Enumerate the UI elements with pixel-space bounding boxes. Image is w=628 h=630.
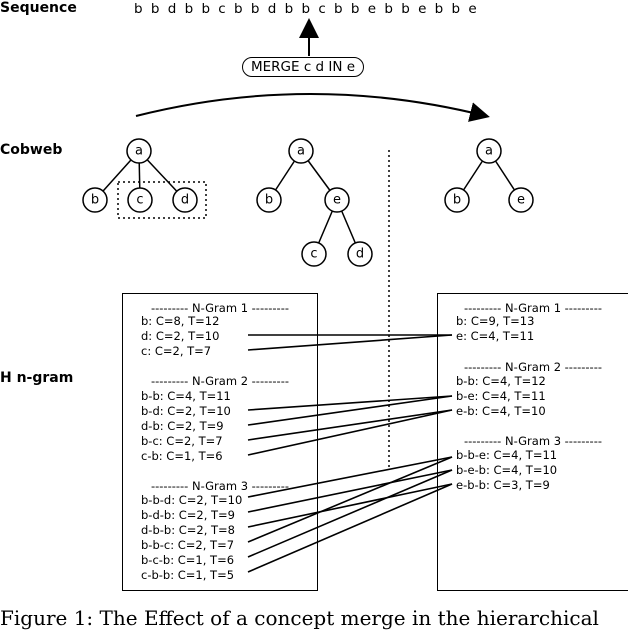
left-ngram1-row: d: C=2, T=10 [141,329,220,343]
left-ngram2-row: b-b: C=4, T=11 [141,389,231,403]
right-ngram2-row: b-b: C=4, T=12 [456,374,546,388]
tree1-node-c [127,187,153,213]
right-ngram1-row: b: C=9, T=13 [456,314,535,328]
tree2-label-d: d [356,247,364,262]
left-ngram3-row: b-d-b: C=2, T=9 [141,508,235,522]
hngram-row-label: H n-gram [0,370,74,386]
left-ngram3-row: c-b-b: C=1, T=5 [141,568,235,582]
left-ngram-box: --------- N-Gram 1 --------- b: C=8, T=1… [122,293,318,591]
left-ngram1-row: b: C=8, T=12 [141,314,220,328]
tree2-node-b [256,187,282,213]
left-ngram2-row: d-b: C=2, T=9 [141,419,224,433]
transition-curve-arrow [135,93,490,122]
left-ngram3-header: --------- N-Gram 3 --------- [150,479,290,493]
merge-label-box: MERGE c d IN e [242,57,365,77]
right-ngram3-header: --------- N-Gram 3 --------- [463,434,603,448]
tree2-label-c: c [310,247,317,262]
left-ngram3-row: d-b-b: C=2, T=8 [141,523,235,537]
left-ngram2-header: --------- N-Gram 2 --------- [150,374,290,388]
right-ngram-box: --------- N-Gram 1 --------- b: C=9, T=1… [437,293,628,591]
left-ngram2-row: b-d: C=2, T=10 [141,404,231,418]
merge-selection-box [117,181,207,219]
figure-caption: Figure 1: The Effect of a concept merge … [0,606,599,630]
sequence-row-label: Sequence [0,0,77,16]
right-ngram2-row: e-b: C=4, T=10 [456,404,546,418]
cobweb-row-label: Cobweb [0,142,63,158]
tree1-label-c: c [136,193,143,208]
tree1-node-b [82,187,108,213]
tree2-label-a: a [297,144,305,159]
left-ngram3-row: b-c-b: C=1, T=6 [141,553,235,567]
tree3-node-a [476,138,502,164]
sequence-text: b b d b b c b b d b b c b b e b b e b b … [134,1,479,17]
right-ngram1-header: --------- N-Gram 1 --------- [463,301,603,315]
tree3-label-b: b [453,193,461,208]
tree3-node-e [508,187,534,213]
left-ngram3-row: b-b-d: C=2, T=10 [141,493,243,507]
tree1-label-b: b [91,193,99,208]
tree1-node-d [172,187,198,213]
left-ngram2-row: c-b: C=1, T=6 [141,449,223,463]
tree1-node-a [126,138,152,164]
right-ngram3-row: b-b-e: C=4, T=11 [456,448,558,462]
tree3-node-b [444,187,470,213]
right-ngram3-row: b-e-b: C=4, T=10 [456,463,558,477]
tree2-label-b: b [265,193,273,208]
tree2-label-e: e [333,193,341,208]
right-ngram2-header: --------- N-Gram 2 --------- [463,360,603,374]
left-ngram2-row: b-c: C=2, T=7 [141,434,223,448]
left-ngram1-row: c: C=2, T=7 [141,344,212,358]
tree2-node-c [301,241,327,267]
tree1-label-a: a [135,144,143,159]
left-ngram3-row: b-b-c: C=2, T=7 [141,538,235,552]
right-ngram3-row: e-b-b: C=3, T=9 [456,478,550,492]
right-ngram2-row: b-e: C=4, T=11 [456,389,546,403]
tree3-label-e: e [517,193,525,208]
tree2-node-a [288,138,314,164]
left-ngram1-header: --------- N-Gram 1 --------- [150,301,290,315]
right-ngram1-row: e: C=4, T=11 [456,329,535,343]
tree2-node-e [324,187,350,213]
tree2-node-d [347,241,373,267]
tree3-label-a: a [485,144,493,159]
tree1-label-d: d [181,193,189,208]
